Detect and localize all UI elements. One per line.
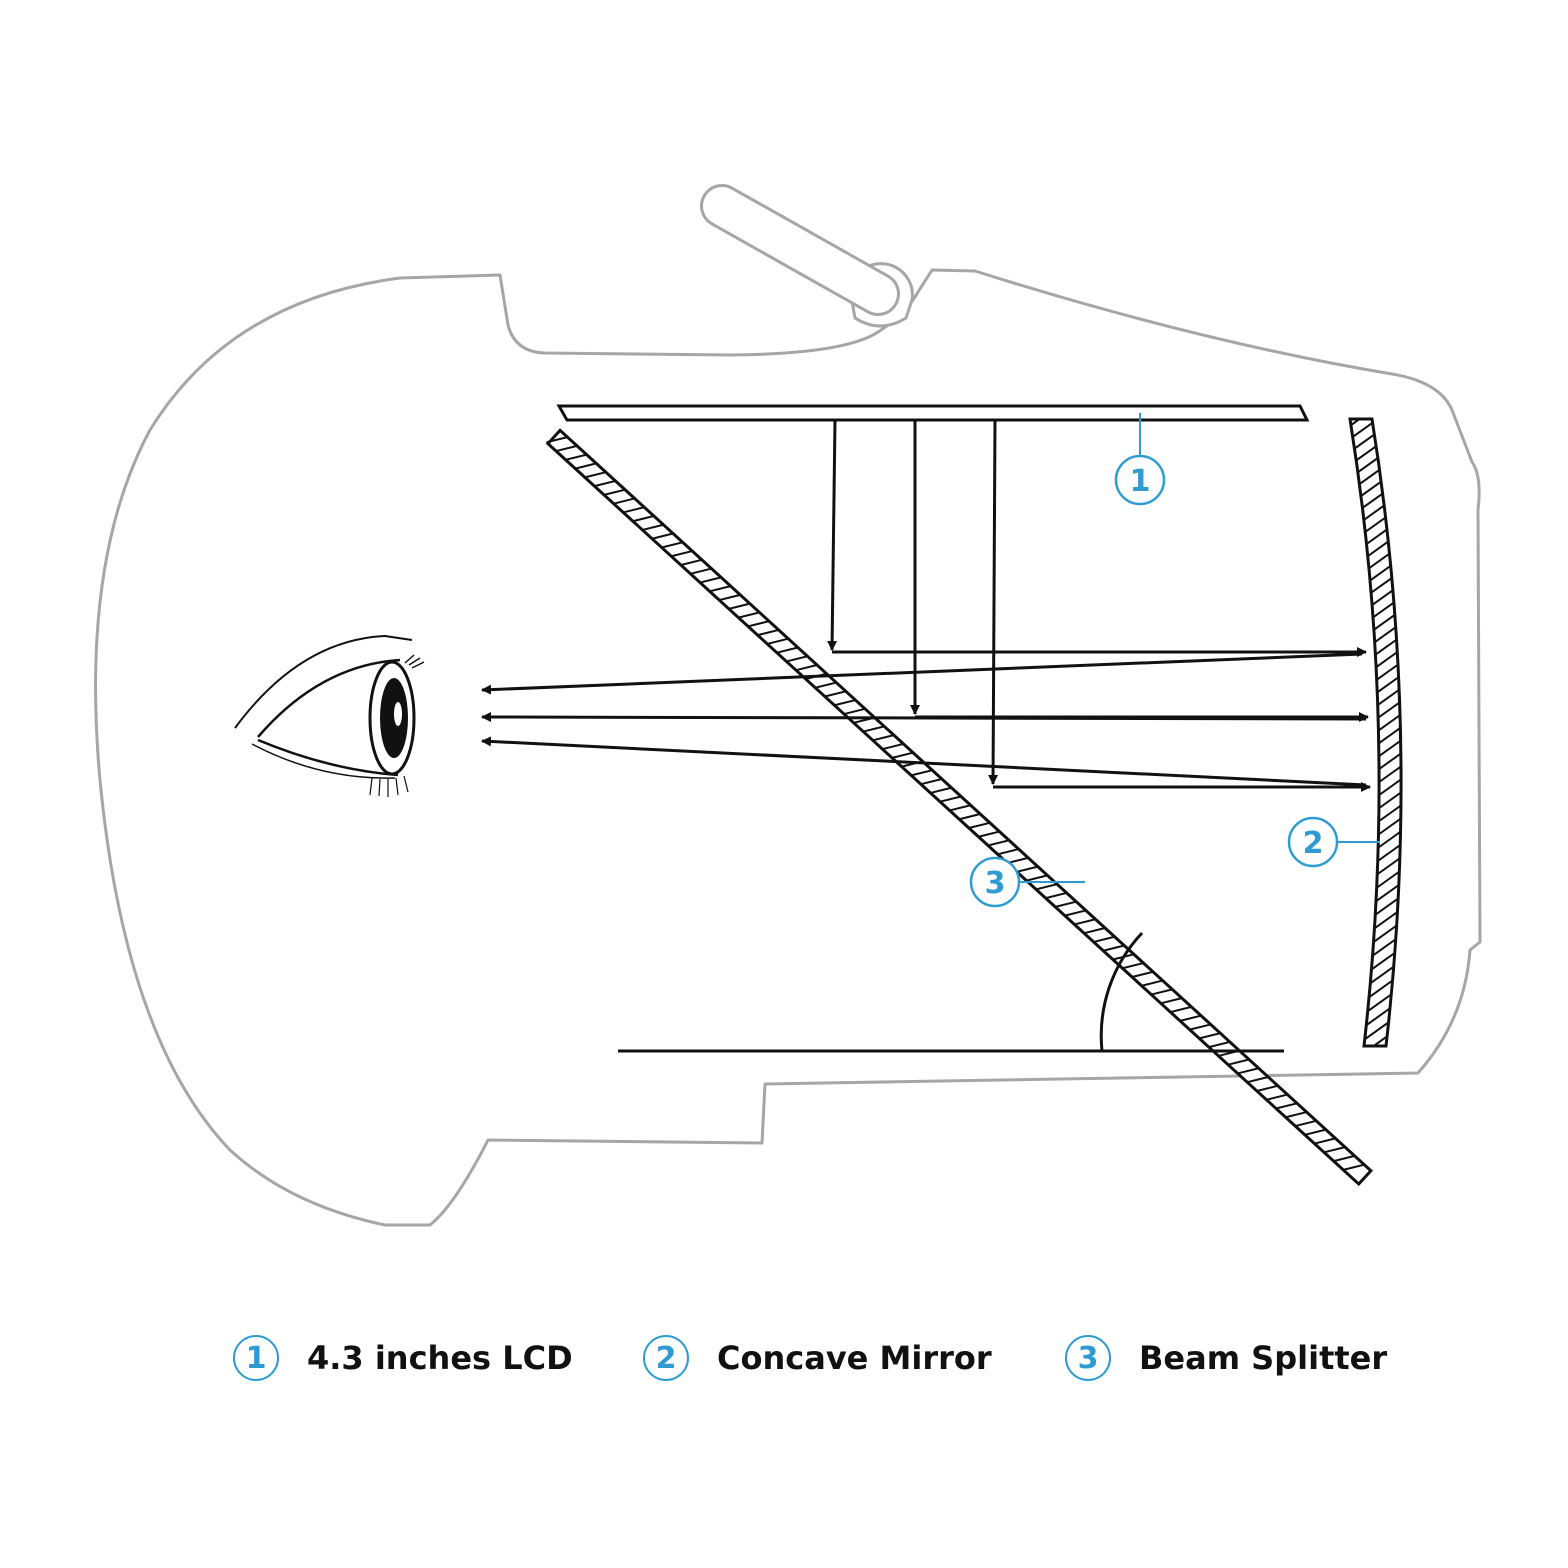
lcd-panel (556, 404, 1310, 422)
light-rays (481, 419, 1371, 792)
legend-item-beam-splitter: 3 Beam Splitter (1065, 1330, 1387, 1386)
callout-number-1: 1 (1130, 464, 1151, 499)
legend-label-lcd: 4.3 inches LCD (307, 1339, 573, 1377)
legend-label-beam-splitter: Beam Splitter (1139, 1339, 1388, 1377)
legend-badge-3: 3 (1065, 1335, 1111, 1381)
callout-badge-2: 2 (1287, 816, 1339, 868)
legend-label-concave-mirror: Concave Mirror (717, 1339, 992, 1377)
antenna (700, 184, 914, 328)
legend-badge-2: 2 (643, 1335, 689, 1381)
callout-badge-1: 1 (1114, 454, 1166, 506)
angle-arc (1099, 931, 1144, 1052)
callout-number-3: 3 (985, 866, 1006, 901)
callout-leaders (1020, 413, 1380, 883)
beam-splitter (545, 428, 1374, 1187)
legend-item-lcd: 1 4.3 inches LCD (233, 1330, 573, 1386)
concave-mirror (1348, 417, 1403, 1048)
legend-badge-1: 1 (233, 1335, 279, 1381)
eye-icon (234, 634, 425, 797)
callout-badge-3: 3 (969, 856, 1021, 908)
legend-item-concave-mirror: 2 Concave Mirror (643, 1330, 992, 1386)
callout-number-2: 2 (1303, 826, 1324, 861)
